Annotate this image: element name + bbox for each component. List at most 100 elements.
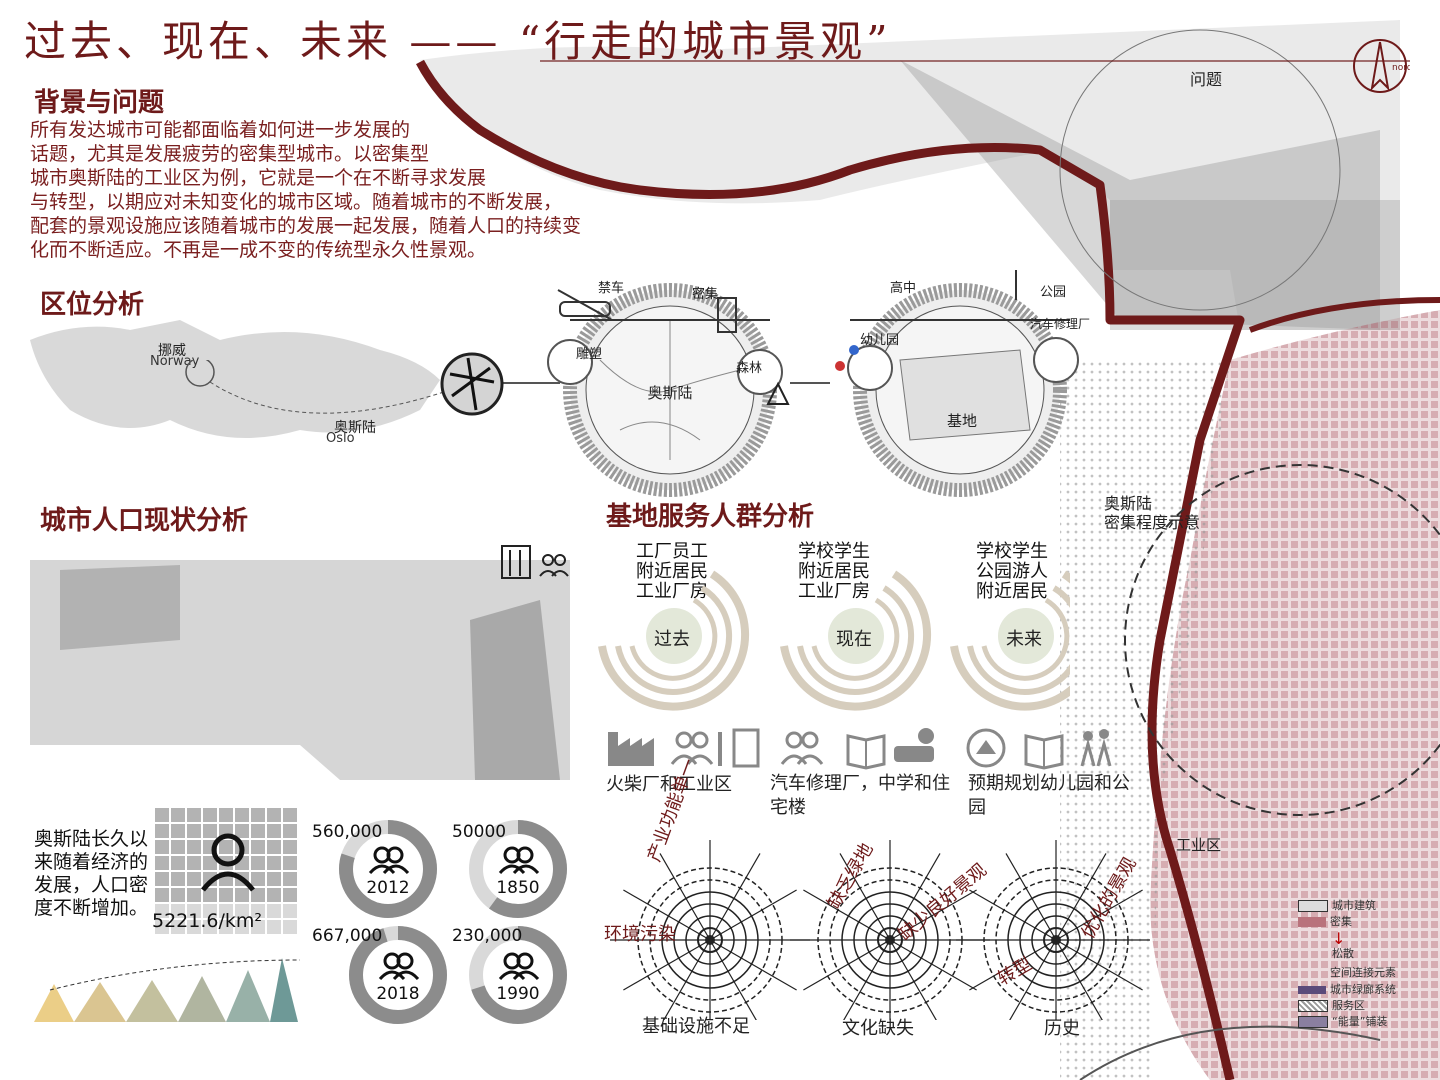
oslo-cn-label: 奥斯陆 — [334, 420, 376, 436]
family-icon — [1080, 729, 1112, 767]
people-icon — [498, 952, 540, 981]
people-icon — [780, 731, 824, 765]
background-text: 所有发达城市可能都面临着如何进一步发展的 话题，尤其是发展疲劳的密集型城市。以密… — [30, 118, 640, 262]
radar-axis — [663, 939, 711, 1020]
north-arrow-icon: nord — [1353, 39, 1412, 93]
oslo-en-label: Oslo — [326, 431, 355, 446]
ring-label-park: 公园 — [1040, 285, 1066, 300]
density-grid — [155, 808, 297, 934]
population-description-line: 奥斯陆长久以 — [34, 828, 149, 850]
group-line: 公园游人 — [976, 561, 1048, 582]
caption-now: 汽车修理厂，中学和住宅楼 — [770, 773, 950, 818]
density-cell — [267, 808, 281, 822]
density-cell — [267, 872, 281, 886]
ring-label-kindergarten: 幼儿园 — [860, 333, 899, 348]
radar — [956, 840, 1150, 1020]
radar-axis — [889, 939, 937, 1020]
ring-label-sculpture: 雕塑 — [576, 347, 602, 362]
density-cell — [155, 824, 169, 838]
radar-label: 环境污染 — [604, 924, 676, 945]
density-cell — [171, 920, 185, 934]
service-group-text: 工厂员工 附近居民 工业厂房 — [612, 542, 732, 602]
radar-bottom-label: 历史 — [1044, 1018, 1080, 1039]
density-cell — [235, 808, 249, 822]
density-cell — [219, 904, 233, 918]
radar-axis — [709, 889, 797, 941]
density-cell — [267, 840, 281, 854]
radar-axis — [623, 889, 711, 941]
radar-axis — [709, 939, 797, 991]
radar — [790, 840, 990, 1020]
radar-axis — [709, 939, 757, 1020]
ring-label-forest: 森林 — [736, 361, 762, 376]
density-cell — [267, 904, 281, 918]
problem-label: 问题 — [1190, 70, 1223, 89]
density-cell — [219, 808, 233, 822]
service-heading: 基地服务人群分析 — [606, 502, 815, 532]
era-future: 未来 — [1006, 629, 1042, 650]
density-cell — [187, 824, 201, 838]
site-ring-center: 基地 — [947, 412, 977, 430]
density-cell — [235, 920, 249, 934]
density-cell — [251, 808, 265, 822]
density-cell — [251, 904, 265, 918]
stat-donut-fill — [469, 820, 567, 918]
density-cell — [283, 856, 297, 870]
population-description-line: 发展，人口密 — [34, 874, 149, 896]
radar-axis — [889, 889, 977, 941]
legend-item: 服务区 — [1298, 998, 1428, 1014]
legend-swatch — [1298, 1016, 1328, 1028]
radar-axis — [803, 889, 891, 941]
radar-center — [1051, 935, 1061, 945]
group-line: 附近居民 — [636, 561, 708, 582]
density-cell — [171, 856, 185, 870]
tree-icon — [766, 381, 790, 405]
density-cell — [235, 888, 249, 902]
density-cell — [203, 888, 217, 902]
radar-axis — [623, 939, 711, 991]
group-line: 学校学生 — [798, 541, 870, 562]
group-line: 工业厂房 — [636, 581, 708, 602]
stat-value: 667,000 — [312, 926, 383, 946]
book-icon — [1024, 734, 1064, 770]
density-cell — [283, 824, 297, 838]
page-title: 过去、现在、未来 —— “行走的城市景观” — [24, 17, 892, 66]
density-map — [1150, 310, 1440, 1080]
density-map-label-line: 密集程度示意 — [1104, 513, 1201, 532]
arc-group-future — [950, 570, 1070, 711]
density-cell — [251, 824, 265, 838]
caption-past: 火柴厂和工业区 — [606, 774, 732, 795]
background-heading: 背景与问题 — [34, 88, 165, 118]
density-cell — [155, 904, 169, 918]
population-heading: 城市人口现状分析 — [40, 506, 249, 536]
stat-year: 1850 — [496, 878, 539, 898]
density-cell — [251, 856, 265, 870]
density-cell — [283, 904, 297, 918]
density-cell — [267, 920, 281, 934]
group-line: 学校学生 — [976, 541, 1048, 562]
location-connector — [185, 360, 451, 414]
density-cell — [187, 840, 201, 854]
service-group-text: 学校学生 公园游人 附近居民 — [952, 542, 1072, 602]
legend-label: 空间连接元素 — [1330, 966, 1396, 979]
density-cell — [283, 920, 297, 934]
stat-year: 2018 — [376, 984, 419, 1004]
legend-swatch — [1298, 1000, 1328, 1012]
density-cell — [251, 888, 265, 902]
era-now: 现在 — [836, 629, 872, 650]
density-cell — [171, 808, 185, 822]
title-underline — [540, 60, 1410, 62]
radar-axis — [659, 853, 711, 941]
density-cell — [219, 920, 233, 934]
density-cell — [251, 872, 265, 886]
ring-label-no-car: 禁车 — [598, 280, 624, 296]
population-description-line: 度不断增加。 — [34, 897, 149, 919]
background-line: 化而不断适应。不再是一成不变的传统型永久性景观。 — [30, 239, 487, 261]
radar-axis — [889, 939, 977, 991]
caption-future: 预期规划幼儿园和公园 — [968, 773, 1130, 818]
density-cell — [187, 904, 201, 918]
legend-item: 空间连接元素 — [1298, 964, 1428, 982]
density-cell — [171, 888, 185, 902]
density-map-label-line: 奥斯陆 — [1104, 494, 1153, 513]
